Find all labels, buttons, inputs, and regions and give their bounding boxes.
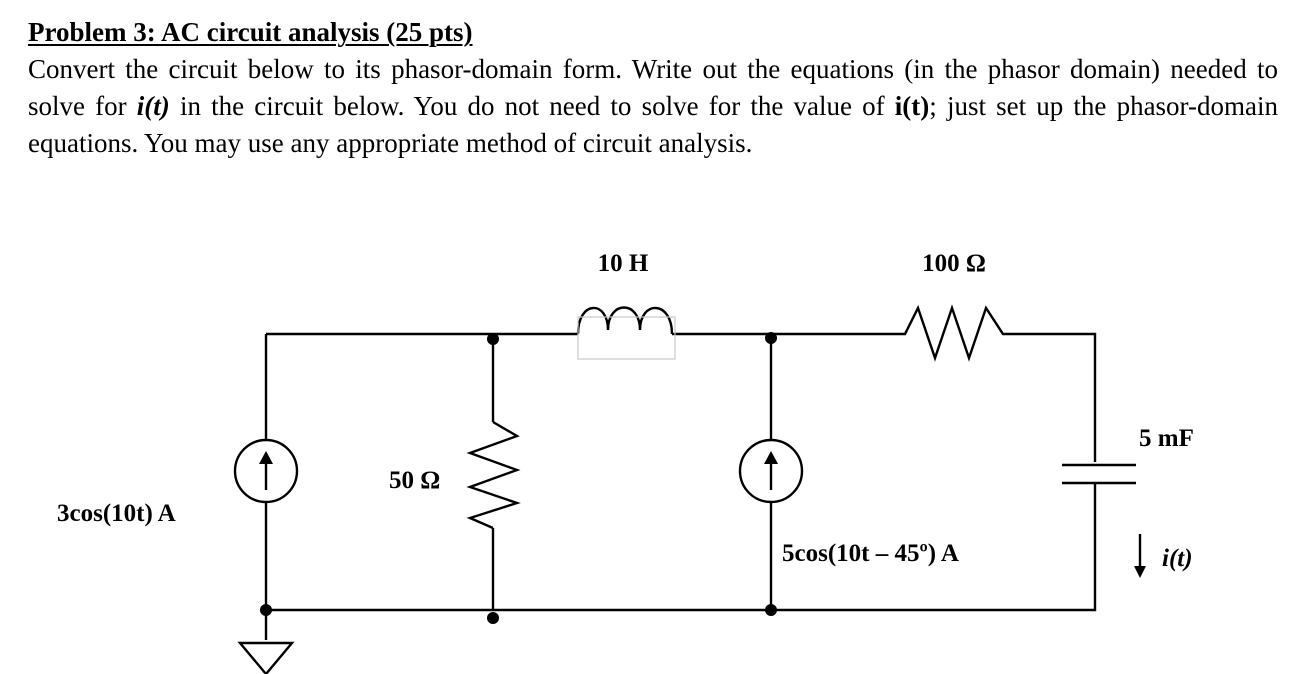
resistor-50-label: 50 Ω (389, 467, 440, 494)
node-dot (487, 333, 499, 345)
node-dot (487, 612, 499, 624)
current-source-2 (738, 438, 804, 504)
inductor-box (577, 316, 676, 360)
problem-text: Convert the circuit below to its phasor-… (28, 51, 1278, 162)
current-source-1 (233, 438, 299, 504)
inductor-label: 10 H (598, 250, 649, 277)
problem-statement: Problem 3: AC circuit analysis (25 pts) … (28, 14, 1278, 162)
capacitor-label: 5 mF (1139, 425, 1194, 452)
problem-title: Problem 3: AC circuit analysis (25 pts) (28, 17, 473, 47)
source-2-arrowhead-icon (764, 451, 778, 464)
source-2-label: 5cos(10t – 45º) A (782, 540, 959, 567)
problem-bold-it: i(t) (894, 91, 930, 121)
node-dot (765, 604, 777, 616)
problem-text-1: Convert the circuit below to its phasor-… (28, 54, 1278, 121)
source-1-arrowhead-icon (259, 451, 273, 464)
problem-emphasis-it: i(t) (136, 91, 170, 121)
top-wire (266, 332, 1097, 462)
current-arrowhead-icon (1134, 566, 1146, 578)
node-dot (765, 332, 777, 344)
resistor-100-label: 100 Ω (922, 250, 986, 277)
inductor-coil (576, 306, 674, 335)
current-label: i(t) (1162, 545, 1193, 572)
resistor-100-zigzag (885, 304, 1017, 362)
capacitor-lower-wire (266, 483, 1097, 612)
ground-icon (237, 610, 295, 674)
resistor-50-zigzag (466, 420, 521, 530)
problem-text-3: ; just set up the phasor-domain equation… (28, 91, 1278, 158)
problem-text-2: in the circuit below. You do not need to… (169, 91, 895, 121)
source-1-label: 3cos(10t) A (57, 500, 176, 527)
